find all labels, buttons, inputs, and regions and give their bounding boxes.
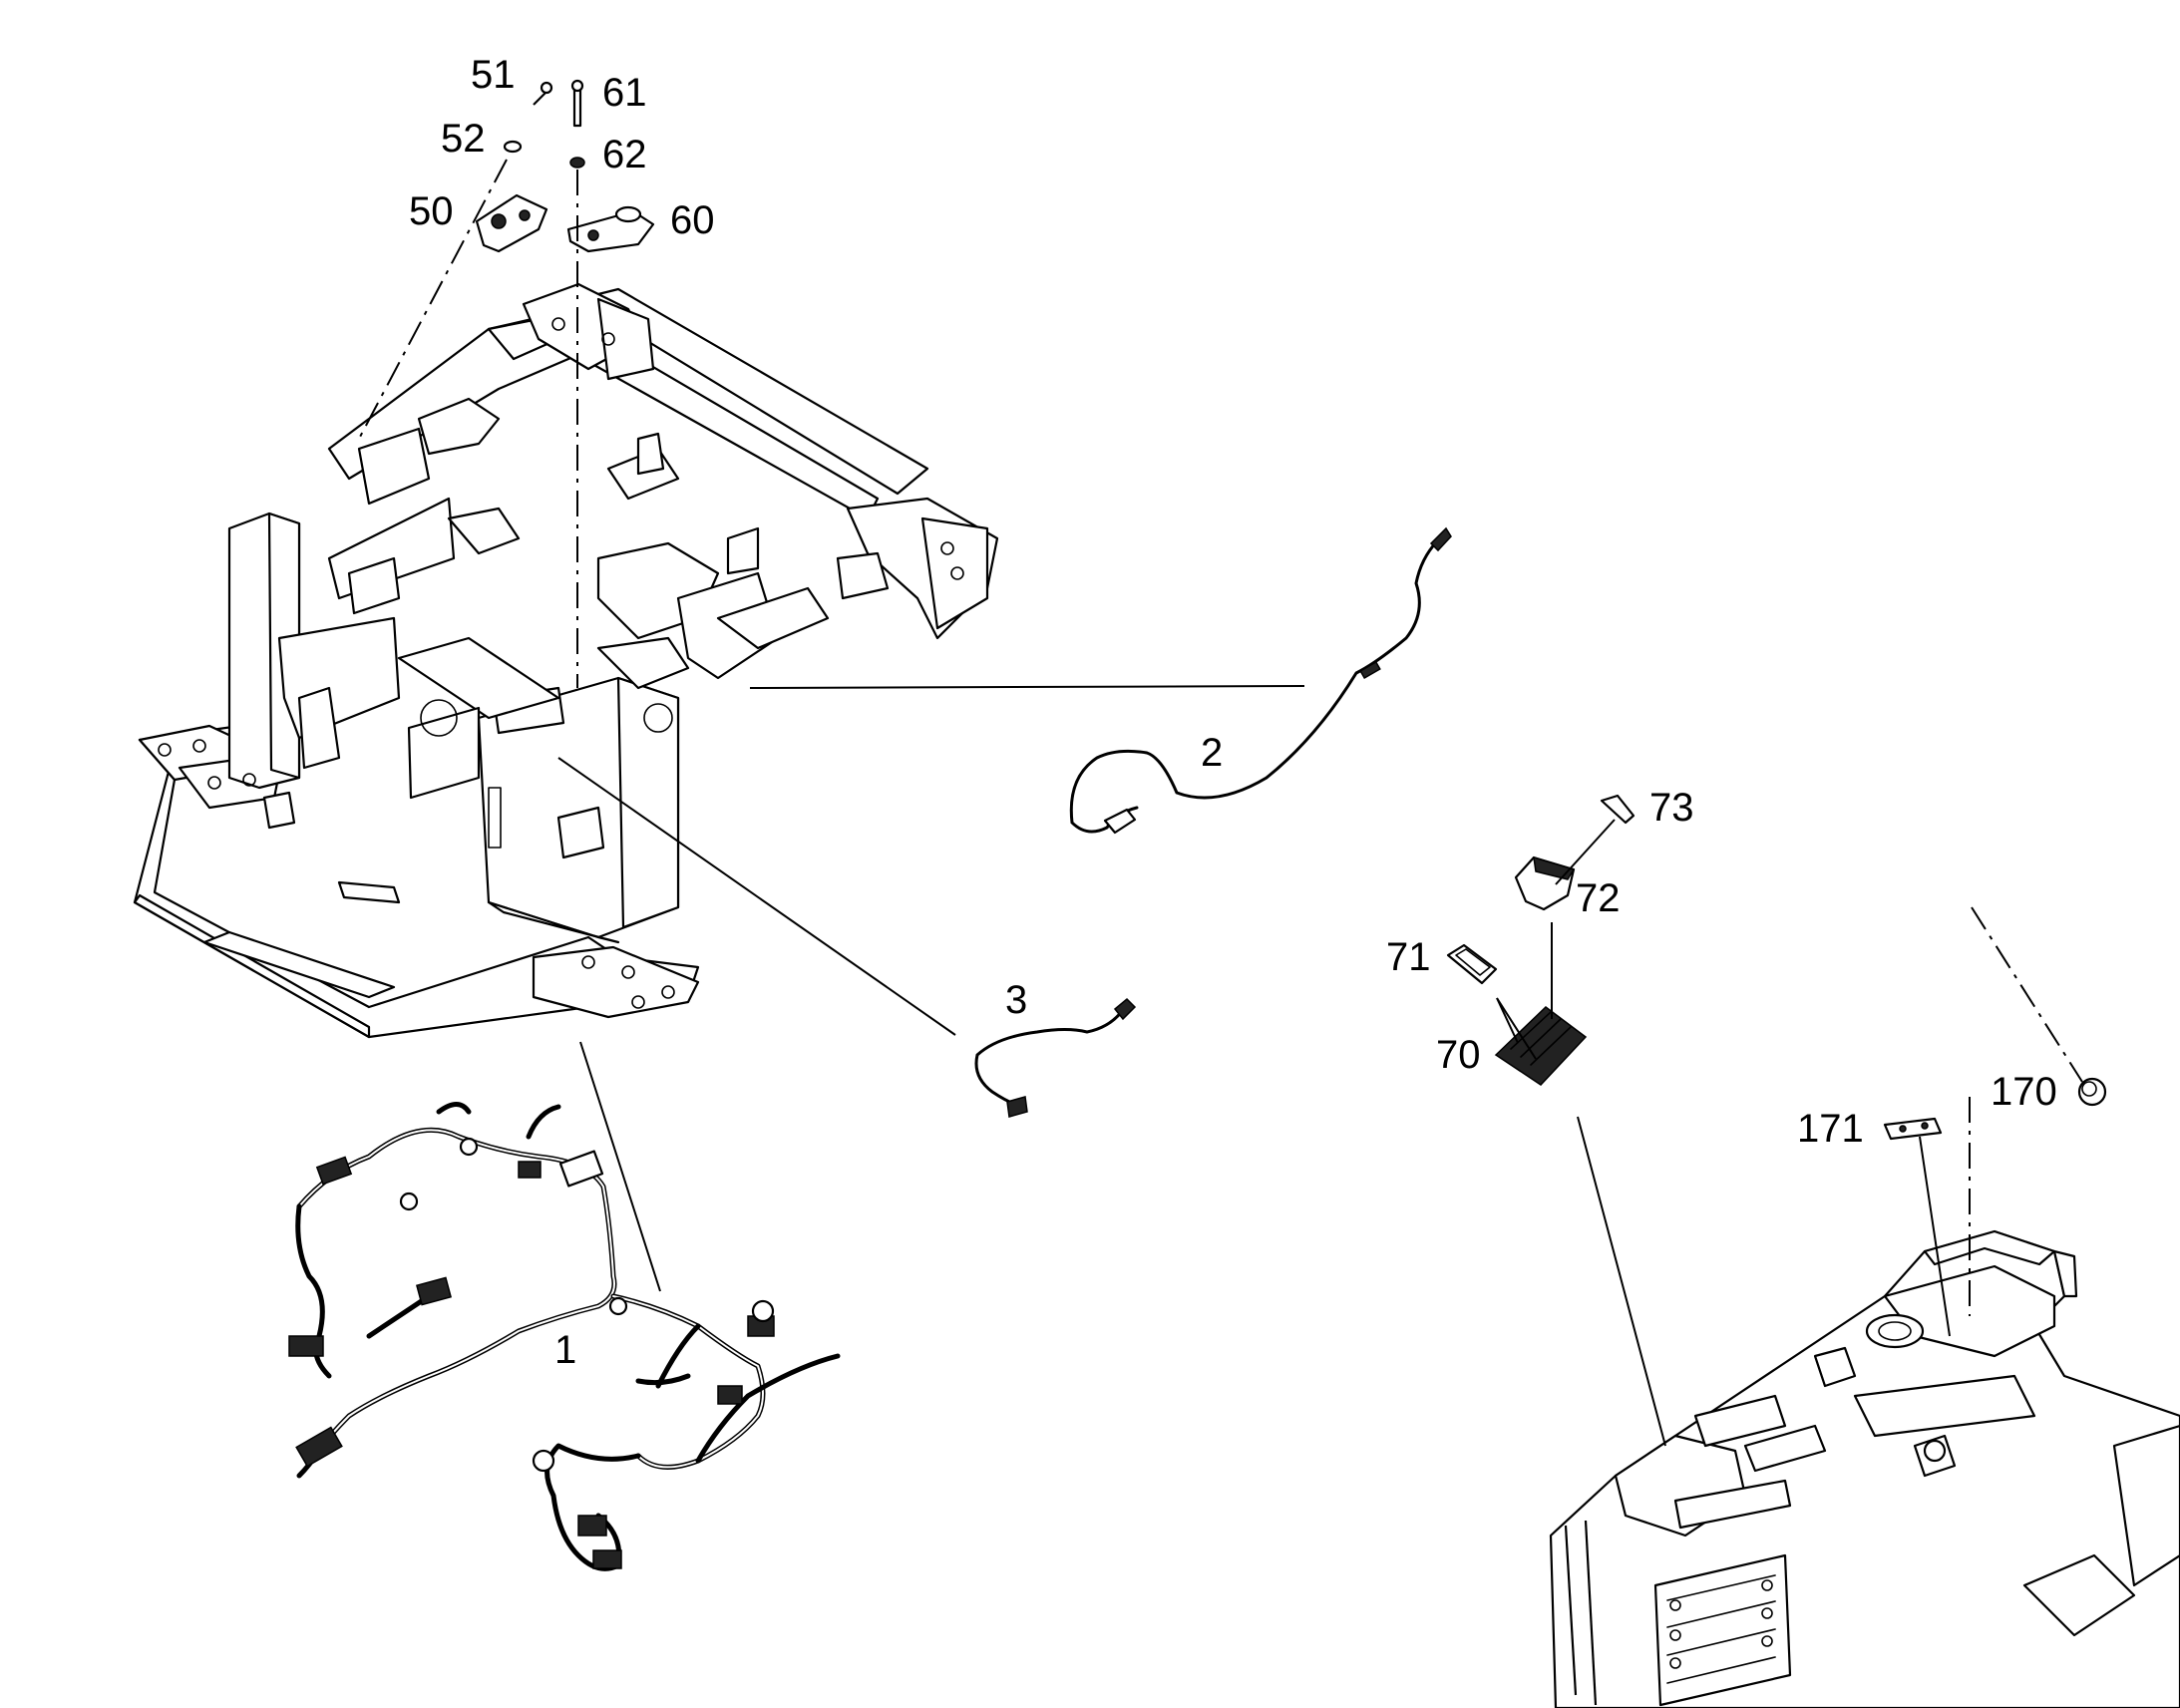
callout-1: 1 [554, 1328, 576, 1372]
callout-171: 171 [1797, 1107, 1864, 1151]
callout-3: 3 [1005, 978, 1027, 1022]
callout-61: 61 [602, 71, 647, 115]
part-170-plug-icon [2077, 1077, 2107, 1107]
callout-73: 73 [1649, 786, 1694, 830]
callout-51: 51 [471, 53, 516, 97]
leader-lines [557, 685, 1951, 1447]
callouts: 51 61 52 62 50 60 2 73 72 71 3 70 170 17… [409, 53, 2057, 1372]
part-71-plate-icon [1446, 943, 1498, 985]
part-61-screw-icon [570, 79, 584, 128]
callout-2: 2 [1201, 731, 1223, 775]
part-171-label-icon [1883, 1117, 1943, 1141]
callout-52: 52 [441, 117, 486, 161]
part-51-screw-icon [533, 81, 553, 106]
callout-70: 70 [1436, 1033, 1481, 1077]
part-72-switch-icon [1514, 855, 1576, 911]
part-2-cable-icon [1069, 526, 1452, 835]
part-3-cable-icon [974, 997, 1137, 1118]
part-60-plate-icon [566, 205, 655, 253]
callout-50: 50 [409, 189, 454, 233]
part-52-washer-icon [503, 140, 523, 154]
part-50-bracket-icon [475, 193, 548, 253]
callout-62: 62 [602, 133, 647, 176]
chassis-frame [133, 282, 999, 1039]
callout-72: 72 [1576, 876, 1621, 920]
centerlines [358, 159, 2083, 1316]
part-1-harness-icon [288, 1102, 841, 1571]
callout-71: 71 [1386, 935, 1431, 979]
callout-170: 170 [1991, 1070, 2057, 1114]
part-73-cap-icon [1600, 794, 1635, 825]
part-62-washer-icon [569, 157, 585, 169]
callout-60: 60 [670, 198, 715, 242]
console-body [1549, 1229, 2180, 1708]
